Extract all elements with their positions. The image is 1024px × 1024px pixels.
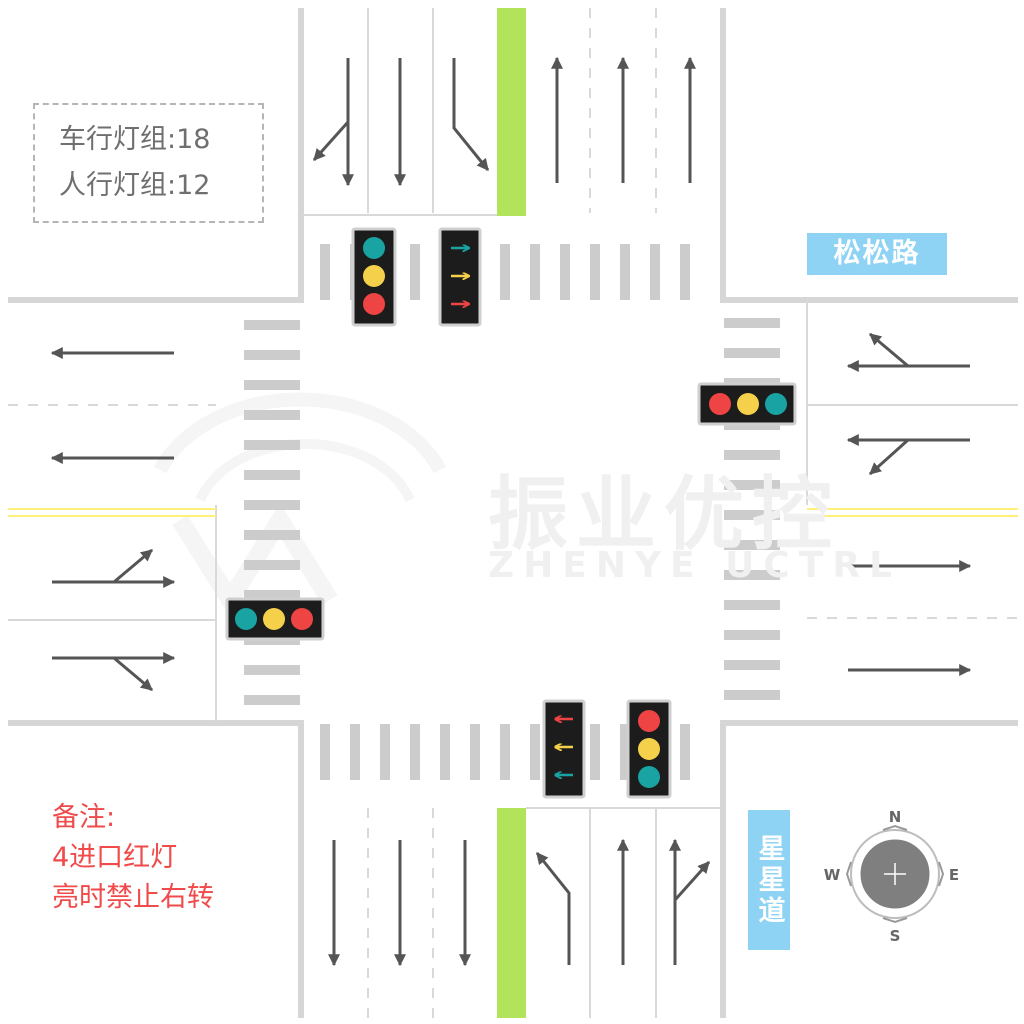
arrow-east-lane2-left-branch (868, 438, 910, 476)
vehicle-signal-group-count: 车行灯组:18 (59, 124, 211, 155)
compass-south-label: S (890, 927, 901, 945)
signal-north-round (351, 227, 397, 327)
north-lane-arrows (312, 56, 696, 187)
lamp-yellow (263, 608, 285, 630)
lamp-yellow (363, 265, 385, 287)
west-lane-arrows (50, 347, 176, 692)
north-bus-lane-divider (497, 8, 526, 216)
lamp-teal (235, 608, 257, 630)
road-edges (8, 8, 1018, 1018)
note-line-2: 4进口红灯 (52, 842, 178, 873)
arrow-west-lane2-right-branch (113, 656, 153, 692)
signal-south-round (626, 699, 672, 799)
pedestrian-signal-group-count: 人行灯组:12 (59, 170, 211, 201)
east-lane-arrows (846, 332, 972, 676)
compass-east-label: E (949, 866, 959, 884)
watermark-chinese: 振业优控 (488, 468, 840, 561)
right-turn-note: 备注: 4进口红灯 亮时禁止右转 (52, 798, 214, 918)
road-name-north-south: 星星道 (748, 810, 790, 950)
lamp-red (291, 608, 313, 630)
east-lane-lines (806, 300, 1018, 619)
arrow-south-lane3-right-branch (673, 860, 711, 902)
road-name-east-west: 松松路 (807, 233, 947, 275)
west-crosswalk (244, 320, 300, 705)
signal-south-arrow (542, 699, 586, 799)
signal-east-round (697, 382, 797, 426)
watermark-english: ZHENYE UCTRL (488, 545, 902, 586)
signal-west-round (225, 597, 325, 641)
south-bus-lane-divider (497, 808, 526, 1018)
arrow-north-lane3-left (452, 58, 490, 171)
compass-west-label: W (824, 866, 841, 884)
east-center-line (807, 508, 1018, 517)
lamp-teal (638, 766, 660, 788)
south-lane-lines (367, 807, 723, 1018)
west-center-line (8, 508, 216, 517)
lamp-yellow (737, 393, 759, 415)
arrow-east-lane1-right-branch (869, 332, 909, 368)
lamp-red (638, 710, 660, 732)
lamp-yellow (638, 738, 660, 760)
signal-north-arrow (438, 227, 482, 327)
south-lane-arrows (328, 838, 711, 967)
signal-group-info-box: 车行灯组:18 人行灯组:12 (33, 103, 264, 223)
lamp-red (363, 293, 385, 315)
note-line-3: 亮时禁止右转 (52, 882, 214, 913)
arrow-north-lane1-left-branch (312, 120, 350, 162)
arrow-south-lane1-right (535, 852, 571, 965)
note-title: 备注: (52, 802, 116, 833)
south-crosswalk (320, 724, 690, 780)
lamp-teal (363, 237, 385, 259)
compass-north-label: N (889, 808, 902, 826)
lamp-red (709, 393, 731, 415)
arrow-west-lane1-left-branch (113, 548, 153, 584)
north-lane-lines (301, 8, 657, 216)
lamp-teal (765, 393, 787, 415)
west-lane-lines (8, 404, 217, 723)
compass-icon: N S W E (824, 808, 959, 945)
